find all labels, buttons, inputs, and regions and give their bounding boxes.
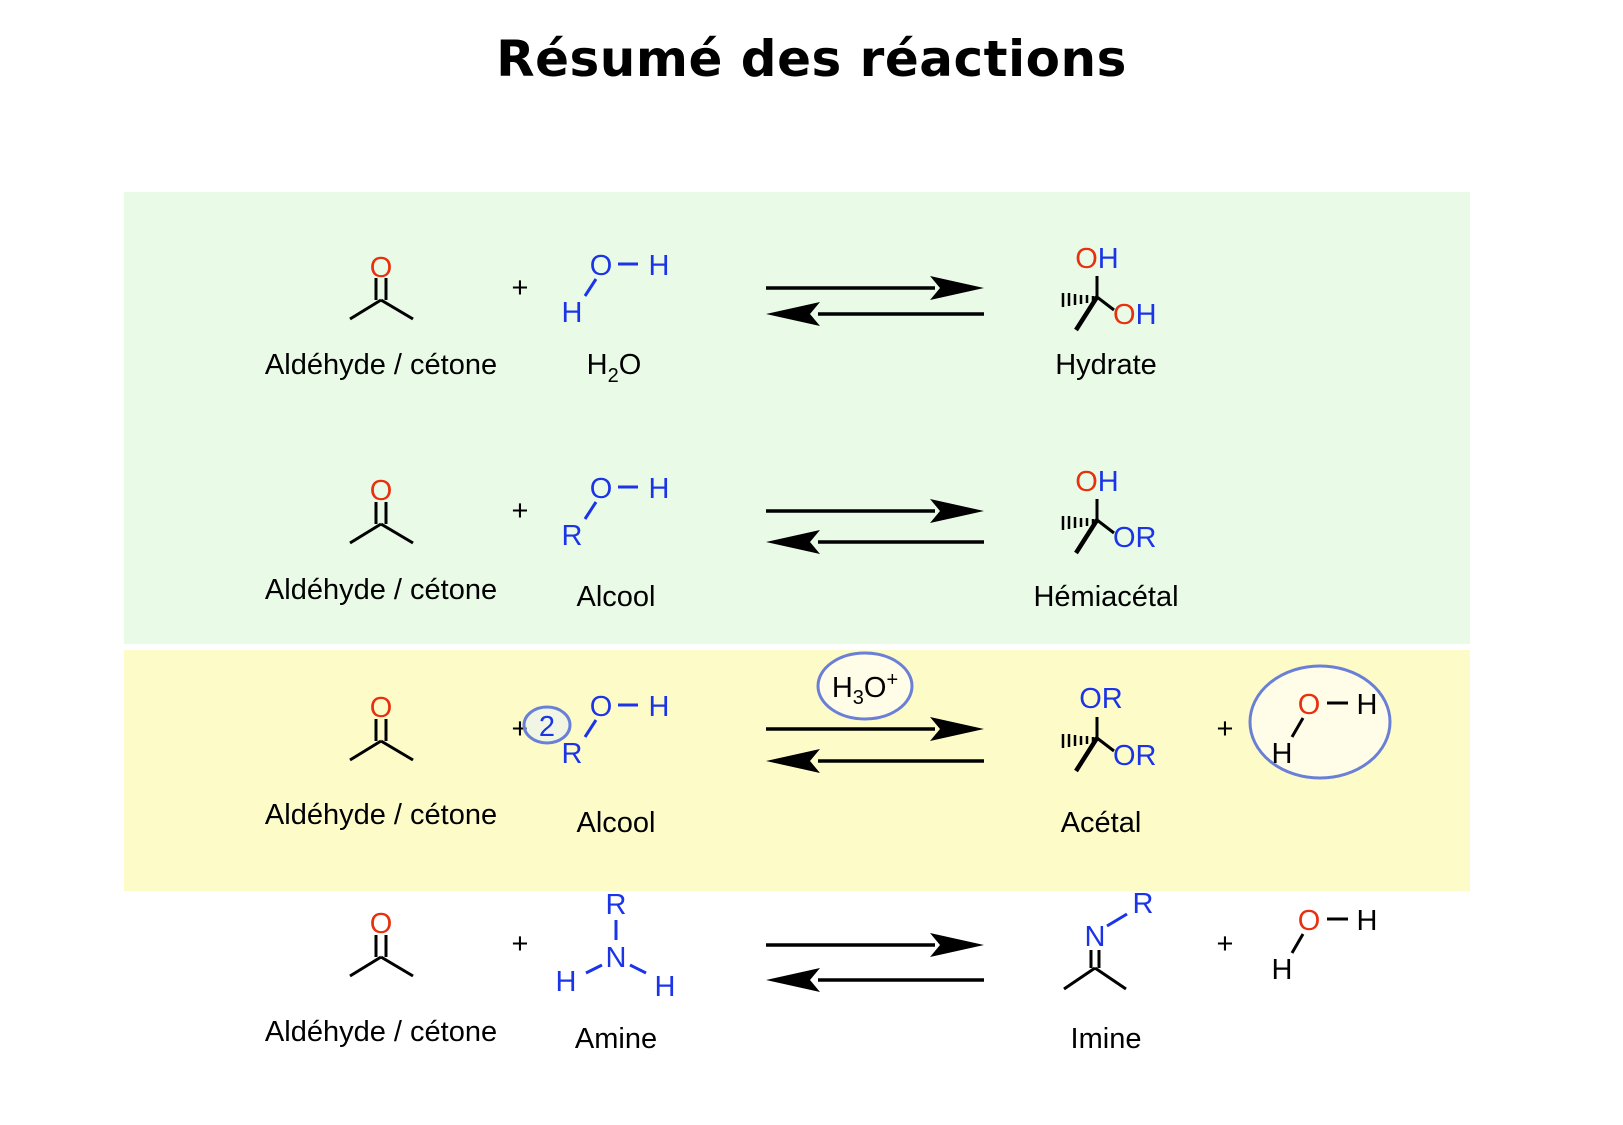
plus-sign: + — [512, 495, 529, 527]
amine-hydrogen-atom: H — [556, 966, 577, 998]
plus-sign: + — [512, 272, 529, 304]
imine-nitrogen-atom: N — [1085, 921, 1106, 953]
water-oxygen-atom: O — [1298, 689, 1321, 721]
reactant2-label: Amine — [575, 1023, 657, 1055]
coefficient-highlight-circle — [522, 705, 572, 745]
alkoxy-group: OR — [1113, 740, 1157, 772]
alcohol-oxygen-atom: O — [590, 691, 613, 723]
plus-sign: + — [512, 928, 529, 960]
hydroxyl-group: OH — [1075, 243, 1119, 275]
carbonyl-oxygen-atom: O — [370, 252, 393, 284]
amine-structure — [585, 920, 647, 975]
product-label: Hydrate — [1055, 349, 1157, 381]
acetal-structure — [1061, 717, 1115, 773]
product-label: Acétal — [1061, 807, 1142, 839]
amine-r-group: R — [606, 889, 627, 921]
carbonyl-oxygen-atom: O — [370, 692, 393, 724]
carbonyl-structure — [349, 719, 414, 762]
alcohol-r-group: R — [562, 738, 583, 770]
water-hydrogen-atom: H — [649, 250, 670, 282]
reactant1-label: Aldéhyde / cétone — [265, 574, 497, 606]
water-structure — [583, 262, 638, 297]
alkoxy-group: OR — [1113, 522, 1157, 554]
reactant1-label: Aldéhyde / cétone — [265, 1016, 497, 1048]
catalyst-label: H3O+ — [832, 669, 898, 709]
equilibrium-arrows — [766, 499, 984, 554]
water-hydrogen-atom: H — [562, 297, 583, 329]
carbonyl-structure — [349, 502, 414, 545]
catalyst-highlight-circle — [816, 651, 914, 721]
water-structure — [1290, 701, 1348, 738]
alkoxy-group: OR — [1079, 683, 1123, 715]
plus-sign: + — [1217, 928, 1234, 960]
product-label: Hémiacétal — [1033, 581, 1178, 613]
alcohol-r-group: R — [562, 520, 583, 552]
amine-hydrogen-atom: H — [655, 971, 676, 1003]
equilibrium-arrows — [766, 933, 984, 992]
water-hydrogen-atom: H — [1357, 905, 1378, 937]
water-oxygen-atom: O — [1298, 905, 1321, 937]
alcohol-structure — [583, 703, 638, 738]
reaction-imine: O Aldéhyde / cétone + R N H H Amine N R … — [265, 888, 1378, 1055]
water-structure — [1290, 917, 1348, 954]
reactant2-label: Alcool — [577, 581, 656, 613]
hydrate-structure — [1061, 276, 1115, 332]
acetal-formation-panel — [124, 650, 1470, 891]
reaction-acetal: O Aldéhyde / cétone + 2 O H R Alcool H3O… — [265, 651, 1392, 839]
equilibrium-arrows — [766, 276, 984, 326]
reaction-hydrate: O Aldéhyde / cétone + O H H H2O — [265, 243, 1157, 387]
carbonyl-oxygen-atom: O — [370, 908, 393, 940]
hydroxyl-group: OH — [1075, 466, 1119, 498]
plus-sign: + — [1217, 713, 1234, 745]
reaction-hemiacetal: O Aldéhyde / cétone + O H R Alcool — [265, 466, 1179, 613]
stoichiometric-coefficient: 2 — [539, 711, 555, 743]
reactant1-label: Aldéhyde / cétone — [265, 349, 497, 381]
carbonyl-structure — [349, 278, 414, 321]
water-oxygen-atom: O — [590, 250, 613, 282]
water-hydrogen-atom: H — [1357, 689, 1378, 721]
equilibrium-arrows — [766, 717, 984, 773]
reactant2-label: Alcool — [577, 807, 656, 839]
reactant1-label: Aldéhyde / cétone — [265, 799, 497, 831]
hemiacetal-structure — [1061, 499, 1115, 555]
alcohol-structure — [583, 485, 638, 520]
imine-structure — [1063, 912, 1128, 991]
imine-r-group: R — [1133, 888, 1154, 920]
product-label: Imine — [1071, 1023, 1142, 1055]
water-highlight-circle — [1248, 664, 1392, 780]
page-title: Résumé des réactions — [496, 30, 1127, 88]
alcohol-hydrogen-atom: H — [649, 691, 670, 723]
water-hydrogen-atom: H — [1272, 954, 1293, 986]
hydroxyl-group: OH — [1113, 299, 1157, 331]
alcohol-oxygen-atom: O — [590, 473, 613, 505]
carbonyl-structure — [349, 935, 414, 978]
water-hydrogen-atom: H — [1272, 738, 1293, 770]
reversible-additions-panel — [124, 192, 1470, 644]
carbonyl-oxygen-atom: O — [370, 475, 393, 507]
reactant2-label: H2O — [587, 349, 642, 387]
amine-nitrogen-atom: N — [606, 942, 627, 974]
alcohol-hydrogen-atom: H — [649, 473, 670, 505]
